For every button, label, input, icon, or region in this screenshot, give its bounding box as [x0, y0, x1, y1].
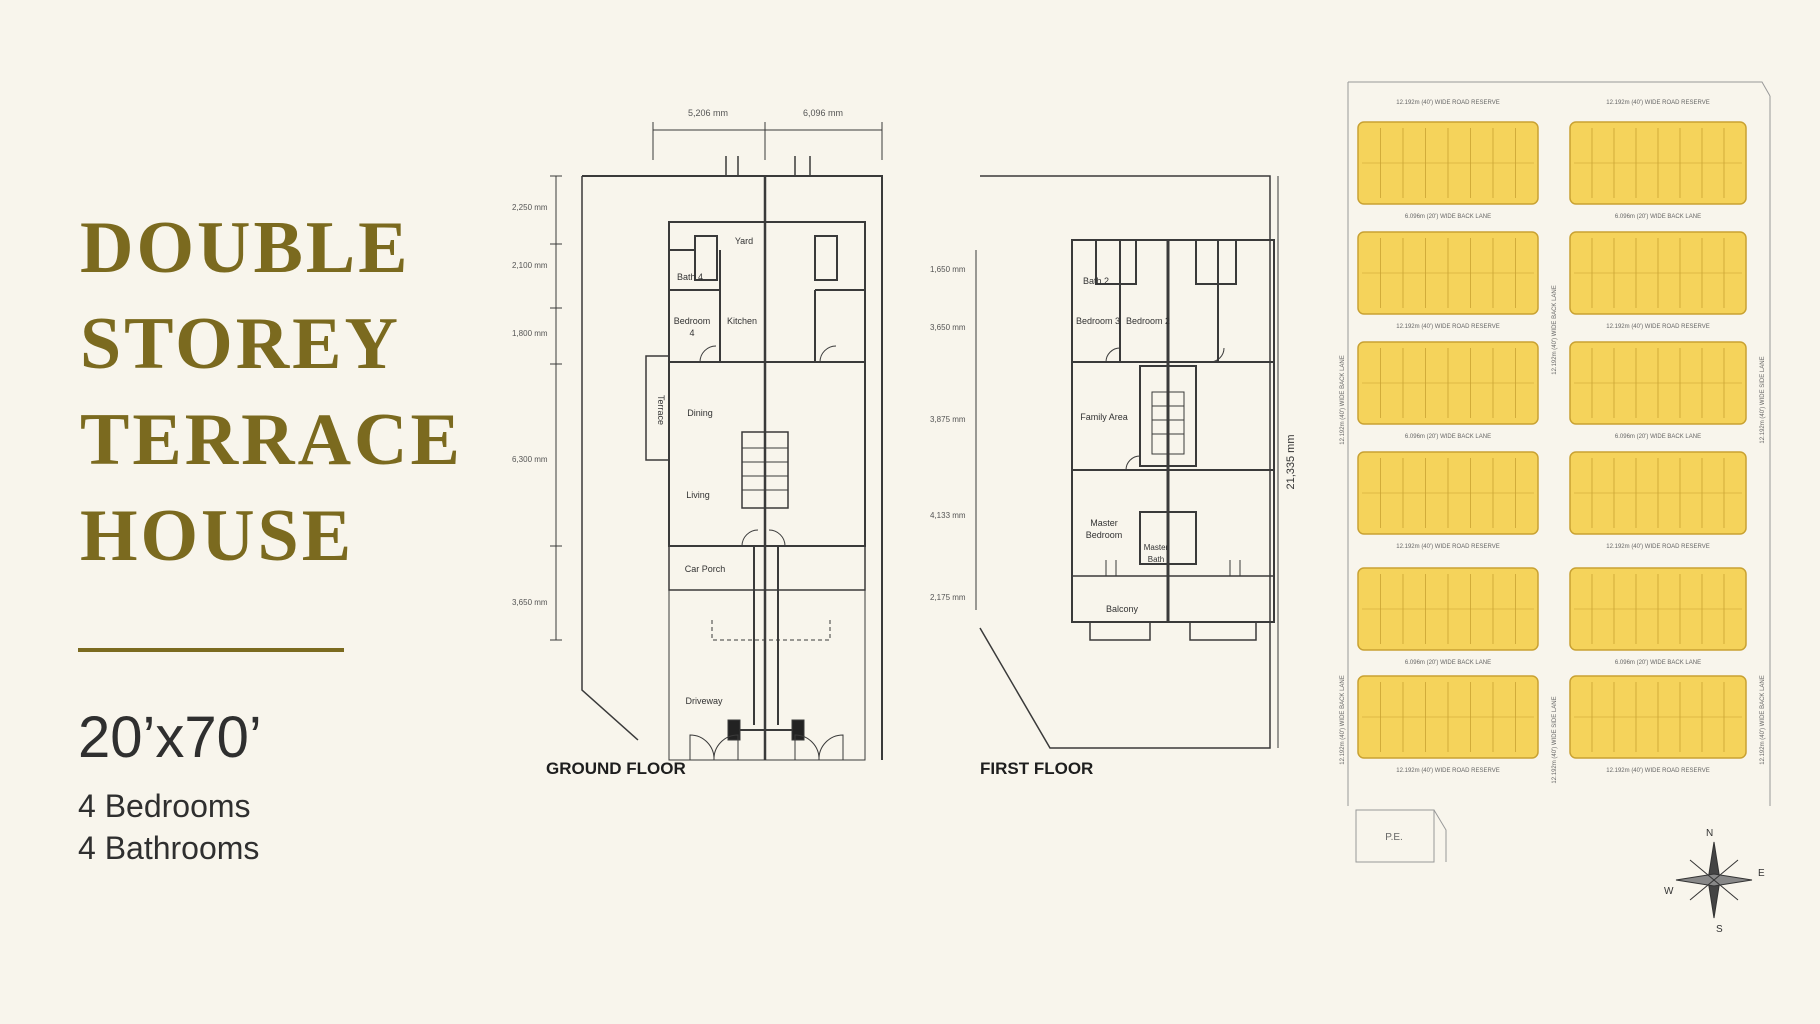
ff-room-bedroom3: Bedroom 3 — [1076, 316, 1120, 326]
ff-room-master: Master — [1090, 518, 1118, 528]
pe-label: P.E. — [1385, 832, 1403, 843]
lane-label: 12.192m (40') WIDE ROAD RESERVE — [1606, 768, 1709, 774]
side-lane-label: 12.192m (40') WIDE BACK LANE — [1760, 675, 1766, 765]
ff-room-bedroom2: Bedroom 2 — [1126, 316, 1170, 326]
lane-label: 6.096m (20') WIDE BACK LANE — [1405, 434, 1491, 440]
first-floor-label: FIRST FLOOR — [980, 759, 1093, 778]
ff-dim-1: 1,650 mm — [930, 265, 966, 274]
lane-label: 12.192m (40') WIDE ROAD RESERVE — [1396, 544, 1499, 550]
bathrooms-count: 4 Bathrooms — [78, 830, 260, 866]
gf-room-bedroom: Bedroom — [674, 316, 711, 326]
title-divider — [78, 648, 344, 652]
ground-floor-label: GROUND FLOOR — [546, 759, 686, 778]
gf-dim-top-right: 6,096 mm — [803, 108, 843, 118]
lane-label: 6.096m (20') WIDE BACK LANE — [1615, 434, 1701, 440]
ff-dim-4: 4,133 mm — [930, 511, 966, 520]
compass-s: S — [1716, 924, 1723, 935]
lane-label: 12.192m (40') WIDE ROAD RESERVE — [1606, 544, 1709, 550]
lane-label: 6.096m (20') WIDE BACK LANE — [1615, 214, 1701, 220]
title-line-2: STOREY — [80, 303, 401, 385]
side-lane-label: 12.192m (40') WIDE BACK LANE — [1552, 285, 1558, 375]
gf-dim-side-2: 2,100 mm — [512, 261, 548, 270]
gf-room-terrace: Terrace — [656, 395, 666, 425]
gf-dim-side-3: 1,800 mm — [512, 329, 548, 338]
ff-total-dim: 21,335 mm — [1285, 434, 1297, 489]
gf-dim-side-5: 3,650 mm — [512, 598, 548, 607]
gf-dim-side-1: 2,250 mm — [512, 203, 548, 212]
side-lane-label: 12.192m (40') WIDE SIDE LANE — [1552, 696, 1558, 783]
lane-label: 6.096m (20') WIDE BACK LANE — [1615, 660, 1701, 666]
lot-size: 20’x70’ — [78, 705, 262, 770]
ff-room-master-bath-1: Master — [1144, 543, 1169, 552]
ff-room-family: Family Area — [1080, 412, 1128, 422]
title-line-4: HOUSE — [80, 495, 355, 577]
gf-room-dining: Dining — [687, 408, 713, 418]
lane-label: 12.192m (40') WIDE ROAD RESERVE — [1606, 324, 1709, 330]
ff-dim-5: 2,175 mm — [930, 593, 966, 602]
bedrooms-count: 4 Bedrooms — [78, 788, 251, 824]
gf-room-yard: Yard — [735, 236, 753, 246]
title-line-1: DOUBLE — [80, 207, 411, 289]
ff-room-bath2: Bath 2 — [1083, 276, 1109, 286]
road-label: 12.192m (40') WIDE ROAD RESERVE — [1606, 100, 1709, 106]
ff-room-master-bath-2: Bath — [1148, 555, 1164, 564]
side-lane-label: 12.192m (40') WIDE SIDE LANE — [1760, 356, 1766, 443]
lane-label: 12.192m (40') WIDE ROAD RESERVE — [1396, 768, 1499, 774]
road-label: 12.192m (40') WIDE ROAD RESERVE — [1396, 100, 1499, 106]
title-line-3: TERRACE — [80, 399, 463, 481]
ff-dim-2: 3,650 mm — [930, 323, 966, 332]
gf-room-driveway: Driveway — [685, 696, 723, 706]
compass-rose-icon: N E S W — [1664, 828, 1765, 935]
ff-room-balcony: Balcony — [1106, 604, 1139, 614]
title-block: DOUBLE STOREY TERRACE HOUSE — [80, 200, 500, 584]
lane-label: 6.096m (20') WIDE BACK LANE — [1405, 214, 1491, 220]
ff-room-master-bedroom: Bedroom — [1086, 530, 1123, 540]
gf-room-bath: Bath 4 — [677, 272, 703, 282]
gf-room-bedroom-number: 4 — [689, 328, 694, 338]
compass-e: E — [1758, 868, 1765, 879]
gf-room-living: Living — [686, 490, 710, 500]
gf-dim-top-left: 5,206 mm — [688, 108, 728, 118]
gf-dim-side-4: 6,300 mm — [512, 455, 548, 464]
gf-room-car-porch: Car Porch — [685, 564, 726, 574]
side-lane-label: 12.192m (40') WIDE BACK LANE — [1340, 355, 1346, 445]
side-lane-label: 12.192m (40') WIDE BACK LANE — [1340, 675, 1346, 765]
ff-dim-3: 3,875 mm — [930, 415, 966, 424]
lane-label: 12.192m (40') WIDE ROAD RESERVE — [1396, 324, 1499, 330]
gf-room-kitchen: Kitchen — [727, 316, 757, 326]
compass-n: N — [1706, 828, 1713, 839]
compass-w: W — [1664, 886, 1674, 897]
lane-label: 6.096m (20') WIDE BACK LANE — [1405, 660, 1491, 666]
